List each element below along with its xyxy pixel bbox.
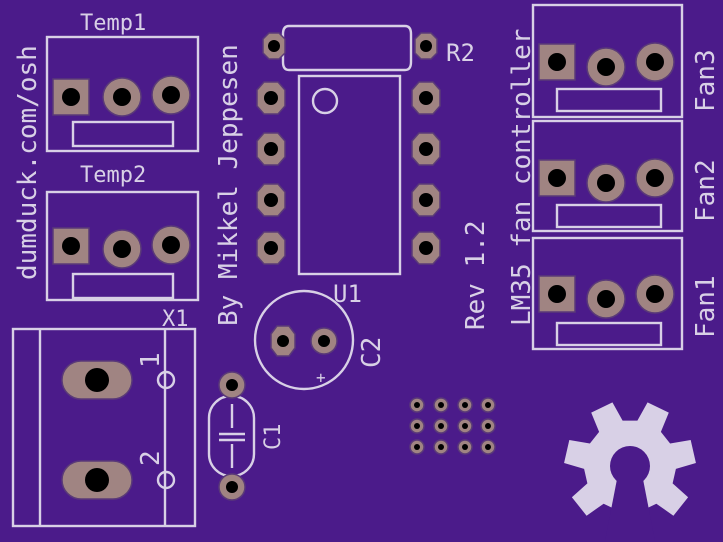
fan1-label: Fan1 xyxy=(691,275,721,338)
x1-label: X1 xyxy=(162,307,189,332)
x1-pin2-label: 2 xyxy=(136,450,166,466)
u1-left-pads xyxy=(256,81,286,265)
url-text: dumduck.com/osh xyxy=(13,45,43,280)
temp2-connector: Temp2 xyxy=(45,163,200,302)
c2-capacitor: + C2 xyxy=(253,289,387,391)
u1-pin1-marker xyxy=(311,87,339,115)
revision-text: Rev 1.2 xyxy=(461,220,491,330)
temp2-label: Temp2 xyxy=(80,163,146,188)
via-grid xyxy=(409,397,496,455)
fan3-latch xyxy=(555,87,663,113)
c2-label: C2 xyxy=(357,337,387,368)
c2-polarity-mark: + xyxy=(316,368,326,387)
x1-outline xyxy=(11,327,197,528)
temp2-outline xyxy=(45,190,200,302)
fan2-connector: Fan2 xyxy=(531,119,721,233)
open-source-hardware-gear-icon xyxy=(564,402,696,542)
fan3-label: Fan3 xyxy=(691,49,721,112)
fan3-connector: Fan3 xyxy=(531,3,721,119)
u1-dip8: U1 xyxy=(256,74,441,308)
x1-pin1-label: 1 xyxy=(136,352,166,368)
r2-resistor: R2 xyxy=(262,24,475,72)
fan2-latch xyxy=(555,203,663,229)
author-text: By Mikkel Jeppesen xyxy=(214,44,244,326)
temp2-latch xyxy=(71,272,175,300)
fan2-label: Fan2 xyxy=(691,159,721,222)
temp1-latch xyxy=(71,120,175,148)
c1-label: C1 xyxy=(261,424,286,451)
temp1-label: Temp1 xyxy=(80,11,146,36)
fan1-latch xyxy=(555,321,663,347)
temp1-connector: Temp1 xyxy=(45,11,200,153)
temp1-outline xyxy=(45,35,200,153)
fan2-outline xyxy=(531,119,684,233)
fan3-outline xyxy=(531,3,684,119)
r2-outline xyxy=(281,24,413,72)
r2-label: R2 xyxy=(446,39,475,67)
x1-terminal-block: X1 1 2 xyxy=(11,307,197,528)
fan1-connector: Fan1 xyxy=(531,236,721,351)
fan1-outline xyxy=(531,236,684,351)
c1-capacitor: C1 xyxy=(207,371,286,501)
gear-gap xyxy=(604,474,656,542)
u1-right-pads xyxy=(411,81,441,265)
c2-outline xyxy=(253,289,355,391)
u1-outline xyxy=(297,74,402,276)
